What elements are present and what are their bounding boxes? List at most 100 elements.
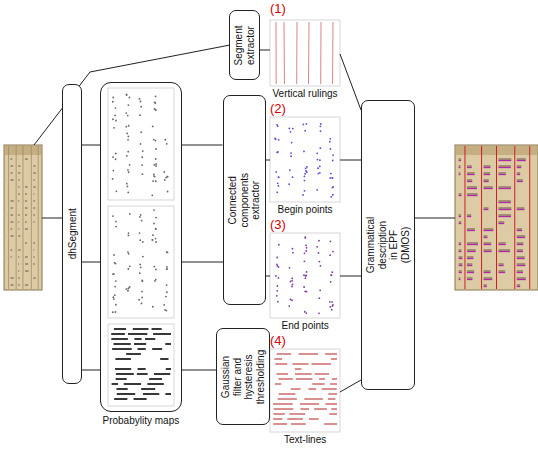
detected-line (499, 216, 512, 217)
point (128, 171, 130, 173)
point (290, 281, 292, 283)
point (155, 279, 157, 281)
dash (133, 328, 149, 330)
dash (153, 333, 171, 335)
handwriting (33, 243, 35, 244)
point (154, 108, 156, 110)
detected-line (517, 244, 524, 245)
handwriting (33, 264, 35, 265)
detected-line (484, 230, 494, 231)
point (329, 177, 331, 179)
handwriting (467, 271, 474, 272)
point (166, 268, 168, 270)
point (292, 128, 294, 130)
point (274, 137, 276, 139)
point (290, 155, 292, 157)
dash (279, 394, 296, 395)
handwriting (6, 173, 7, 174)
point (332, 194, 334, 196)
handwriting (25, 222, 27, 223)
dash (324, 424, 337, 425)
ruling (332, 22, 333, 84)
point (153, 164, 155, 166)
connector (182, 370, 216, 371)
point (112, 97, 114, 99)
point (304, 190, 306, 192)
handwriting (18, 271, 19, 272)
point (302, 194, 304, 196)
point (128, 232, 130, 234)
point (141, 302, 143, 304)
dash (300, 404, 319, 405)
point (166, 291, 168, 293)
point (141, 296, 143, 298)
handwriting (33, 215, 34, 216)
point (113, 254, 115, 256)
dash (299, 354, 318, 355)
dash (275, 364, 287, 365)
handwriting (467, 229, 475, 230)
point (332, 304, 334, 306)
detected-line (499, 188, 511, 189)
handwriting (6, 285, 7, 286)
connector (260, 50, 271, 51)
page (4, 145, 42, 290)
dash (273, 404, 293, 405)
detected-line (484, 251, 492, 252)
dash (116, 378, 127, 380)
point (278, 266, 280, 268)
handwriting (459, 215, 461, 216)
point (129, 164, 131, 166)
point (153, 173, 155, 175)
point (305, 275, 307, 277)
handwriting (517, 173, 520, 174)
ruling (38, 146, 39, 289)
point (167, 191, 169, 193)
handwriting (499, 201, 511, 202)
dash (274, 409, 294, 410)
handwriting (6, 257, 7, 258)
point (138, 299, 140, 301)
begin-points-image (270, 117, 340, 202)
point (126, 155, 128, 157)
handwriting (517, 285, 520, 286)
point (126, 94, 128, 96)
handwriting (6, 215, 7, 216)
dash (152, 328, 162, 330)
handwriting (33, 222, 34, 223)
handwriting (484, 278, 493, 279)
point (305, 168, 307, 170)
dash (273, 424, 287, 425)
point (316, 246, 318, 248)
dash (328, 399, 336, 400)
dash (141, 388, 155, 390)
detected-line (517, 174, 520, 175)
point (166, 284, 168, 286)
point (127, 290, 129, 292)
point (331, 301, 333, 303)
point (155, 165, 157, 167)
detected-line (459, 167, 461, 168)
point (304, 180, 306, 182)
point (127, 288, 129, 290)
handwriting (25, 257, 28, 258)
point (153, 139, 155, 141)
handwriting (18, 257, 19, 258)
point (141, 279, 143, 281)
handwriting (18, 236, 20, 237)
network-box: dhSegment (62, 84, 82, 384)
point (164, 179, 166, 181)
point (167, 176, 169, 178)
dash (114, 328, 126, 330)
dash (328, 394, 337, 395)
box-label: dhSegment (66, 208, 78, 259)
result-image: End points (270, 233, 340, 332)
point (304, 237, 306, 239)
detected-line (517, 251, 523, 252)
point (291, 286, 293, 288)
point (129, 97, 131, 99)
point (153, 175, 155, 177)
handwriting (33, 180, 34, 181)
detected-line (484, 188, 493, 189)
point (127, 191, 129, 193)
